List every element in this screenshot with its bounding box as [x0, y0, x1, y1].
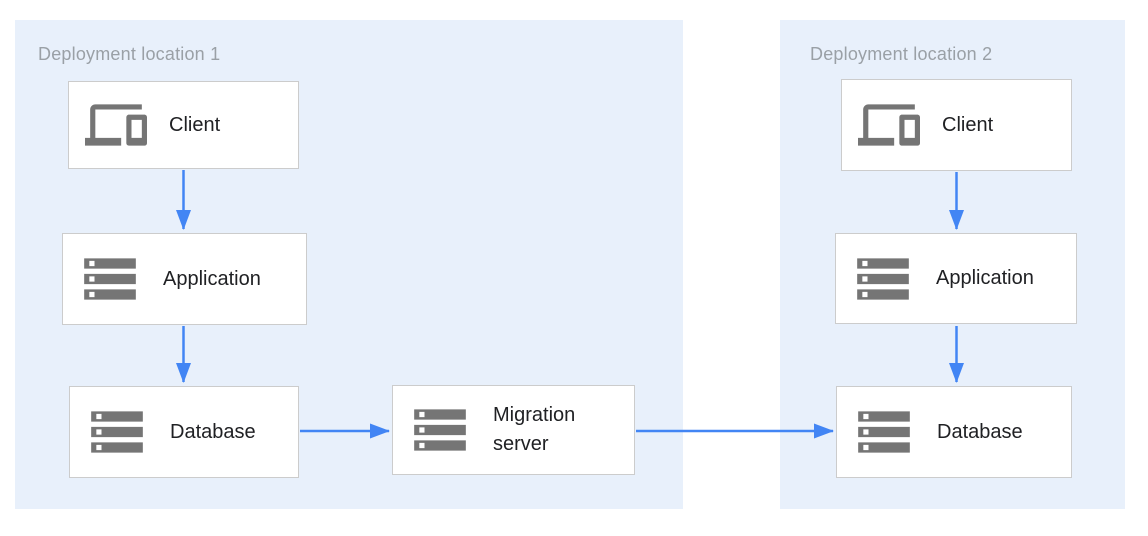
- node-label: Database: [937, 420, 1023, 443]
- devices-icon: [858, 94, 920, 156]
- server-stack-icon: [852, 248, 914, 310]
- devices-icon: [85, 94, 147, 156]
- region-title-deployment-location-2: Deployment location 2: [810, 44, 993, 64]
- node-database-2: Database: [836, 386, 1072, 478]
- node-label: Client: [169, 113, 221, 136]
- node-label: Migration server: [493, 404, 576, 455]
- node-client-1: Client: [68, 81, 299, 169]
- node-client-2: Client: [841, 79, 1072, 171]
- node-label: Application: [936, 267, 1034, 289]
- node-application-1: Application: [62, 233, 307, 325]
- node-database-1: Database: [69, 386, 299, 478]
- node-migration-server: Migration server: [392, 385, 635, 475]
- node-application-2: Application: [835, 233, 1077, 324]
- node-label: Client: [942, 113, 994, 136]
- node-label: Database: [170, 420, 256, 443]
- server-stack-icon: [409, 399, 471, 461]
- server-stack-icon: [79, 248, 141, 310]
- server-stack-icon: [86, 401, 148, 463]
- node-label: Application: [163, 267, 261, 290]
- region-title-deployment-location-1: Deployment location 1: [38, 44, 221, 64]
- server-stack-icon: [853, 401, 915, 463]
